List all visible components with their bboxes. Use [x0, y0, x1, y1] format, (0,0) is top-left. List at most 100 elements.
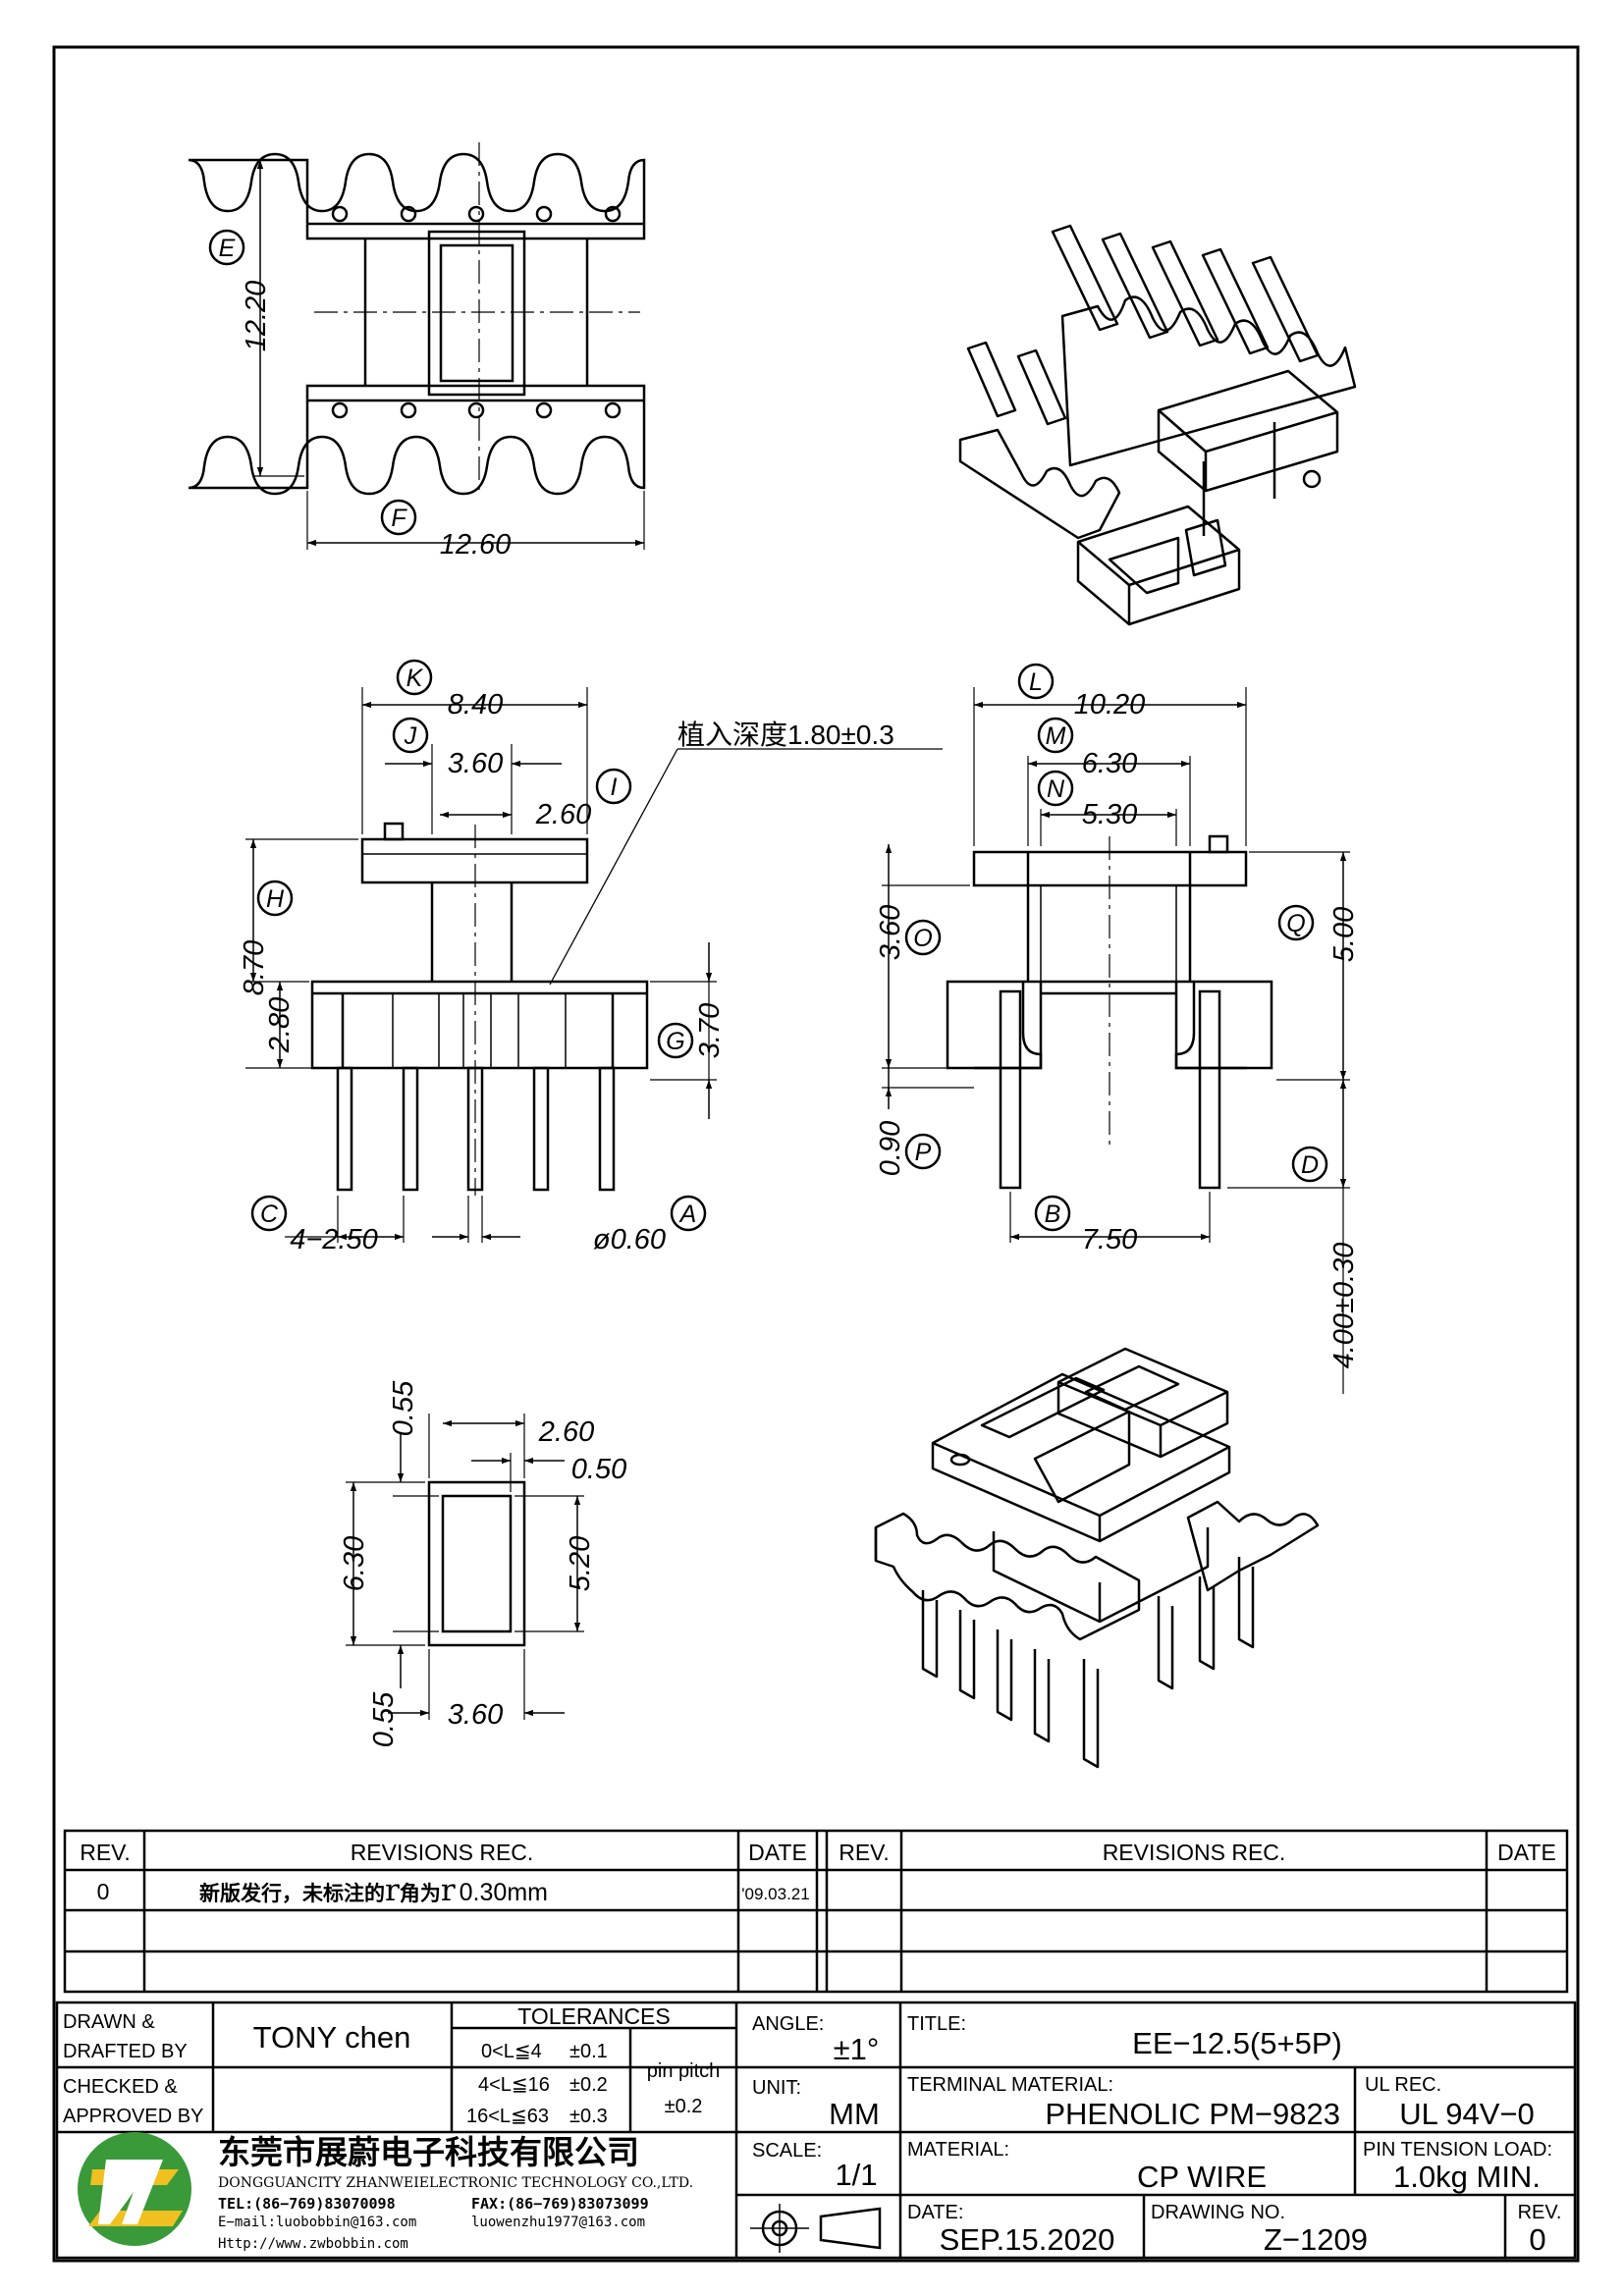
label-p: P: [915, 1139, 932, 1166]
drawing-no-label: DRAWING NO.: [1151, 2202, 1285, 2223]
isometric-view-top: [958, 224, 1357, 626]
angle-value: ±1°: [834, 2032, 880, 2066]
dim-base: 2.80: [264, 997, 296, 1053]
pin-pitch-label: pin pitch: [647, 2060, 721, 2082]
label-k: K: [406, 665, 424, 692]
company-name-cn: 东莞市展蔚电子科技有限公司: [218, 2133, 639, 2171]
dim-pitch: 4−2.50: [290, 1224, 378, 1255]
scale-value: 1/1: [835, 2158, 877, 2192]
checked-label-2: APPROVED BY: [63, 2106, 203, 2127]
drawn-value: TONY chen: [253, 2020, 411, 2055]
rev-row-rev: 0: [97, 1879, 110, 1904]
company-email-2: luowenzhu1977@163.com: [471, 2215, 645, 2230]
dim-j: 3.60: [448, 748, 503, 779]
dim-wall: 0.50: [571, 1454, 626, 1485]
dim-p: 0.90: [875, 1121, 906, 1176]
terminal-value: PHENOLIC PM−9823: [1045, 2097, 1340, 2131]
company-web: Http://www.zwbobbin.com: [218, 2236, 408, 2252]
dim-bottom-gap: 0.55: [368, 1691, 400, 1747]
drawn-label-2: DRAFTED BY: [63, 2041, 188, 2062]
tolerances-title: TOLERANCES: [517, 2003, 671, 2029]
date-label: DATE:: [907, 2202, 963, 2223]
pin-tension-value: 1.0kg MIN.: [1393, 2160, 1541, 2194]
isometric-view-bottom: [874, 1347, 1320, 1769]
scale-label: SCALE:: [752, 2140, 822, 2162]
title-block: [55, 2001, 1577, 2260]
label-d: D: [1301, 1151, 1319, 1179]
material-value: CP WIRE: [1137, 2160, 1267, 2194]
front-view: [245, 659, 943, 1243]
label-q: Q: [1286, 910, 1305, 937]
dim-b: 7.50: [1082, 1224, 1137, 1255]
dim-n: 5.30: [1082, 799, 1137, 830]
ul-label: UL REC.: [1365, 2074, 1441, 2096]
dim-l: 10.20: [1074, 689, 1146, 721]
material-label: MATERIAL:: [907, 2139, 1009, 2161]
dim-i: 2.60: [535, 799, 591, 830]
rev-row-text-cn2: 角为: [400, 1881, 441, 1905]
depth-note: 植入深度1.80±0.3: [677, 720, 894, 750]
drawn-label-1: DRAWN &: [63, 2011, 155, 2033]
rev-header-date-2: DATE: [1497, 1840, 1556, 1865]
date-value: SEP.15.2020: [940, 2222, 1115, 2257]
rev-row-value: 0.30mm: [460, 1879, 548, 1906]
terminal-label: TERMINAL MATERIAL:: [907, 2074, 1113, 2096]
dim-top-height: 12.20: [241, 281, 272, 352]
dim-o: 3.60: [875, 905, 906, 960]
pin-pitch-value: ±0.2: [665, 2096, 703, 2117]
revision-table: [63, 1829, 1569, 1994]
dim-d: 4.00±0.30: [1328, 1243, 1360, 1369]
dim-top-width: 12.60: [440, 529, 512, 561]
tol-range-2: 4<L≦16: [478, 2074, 550, 2096]
dim-h: 8.70: [239, 940, 270, 995]
company-logo: [78, 2132, 191, 2246]
rev-header-revisions-2: REVISIONS REC.: [1103, 1840, 1286, 1865]
tol-value-3: ±0.3: [569, 2106, 608, 2127]
label-n: N: [1047, 775, 1065, 803]
rev-header-date: DATE: [748, 1840, 807, 1865]
company-tel: TEL:(86−769)83070098: [218, 2195, 396, 2213]
tol-value-2: ±0.2: [569, 2074, 608, 2096]
label-l: L: [1029, 668, 1043, 696]
side-view: [882, 663, 1350, 1394]
label-j: J: [404, 722, 417, 750]
label-f: F: [391, 505, 407, 532]
dim-g: 3.70: [694, 1003, 726, 1058]
label-g: G: [666, 1028, 684, 1055]
tol-range-3: 16<L≦63: [466, 2106, 549, 2127]
dim-w-outer: 2.60: [538, 1416, 594, 1448]
unit-value: MM: [829, 2097, 880, 2131]
label-e: E: [219, 235, 236, 262]
window-view: [346, 1414, 584, 1720]
label-o: O: [913, 925, 932, 952]
drawing-no-value: Z−1209: [1264, 2222, 1368, 2257]
dim-h-inner: 5.20: [565, 1536, 596, 1591]
label-c: C: [260, 1201, 279, 1228]
rev-header-rev-2: REV.: [839, 1840, 890, 1865]
tol-range-1: 0<L≦4: [481, 2041, 542, 2062]
label-h: H: [266, 885, 285, 913]
rev-label: REV.: [1518, 2202, 1562, 2223]
dim-pin-dia: ø0.60: [593, 1224, 666, 1255]
dim-h-outer: 6.30: [339, 1536, 370, 1591]
rev-value: 0: [1529, 2222, 1545, 2257]
dim-top-gap: 0.55: [388, 1380, 419, 1436]
title-label: TITLE:: [907, 2013, 966, 2035]
pin-tension-label: PIN TENSION LOAD:: [1363, 2139, 1552, 2161]
label-a: A: [678, 1201, 697, 1228]
company-name-en: DONGGUANCITY ZHANWEIELECTRONIC TECHNOLOG…: [218, 2175, 693, 2191]
dim-m: 6.30: [1082, 748, 1137, 779]
ul-value: UL 94V−0: [1399, 2097, 1535, 2131]
rev-header-rev: REV.: [80, 1840, 131, 1865]
rev-row-r2: r: [441, 1873, 456, 1908]
unit-label: UNIT:: [752, 2077, 801, 2099]
label-i: I: [611, 774, 618, 801]
company-fax: FAX:(86−769)83073099: [471, 2195, 649, 2213]
top-view: [188, 142, 646, 550]
sheet-border: [52, 45, 1580, 2263]
rev-row-text-cn: 新版发行，未标注的: [199, 1881, 385, 1905]
dim-window-width: 3.60: [448, 1699, 503, 1731]
angle-label: ANGLE:: [752, 2013, 824, 2035]
